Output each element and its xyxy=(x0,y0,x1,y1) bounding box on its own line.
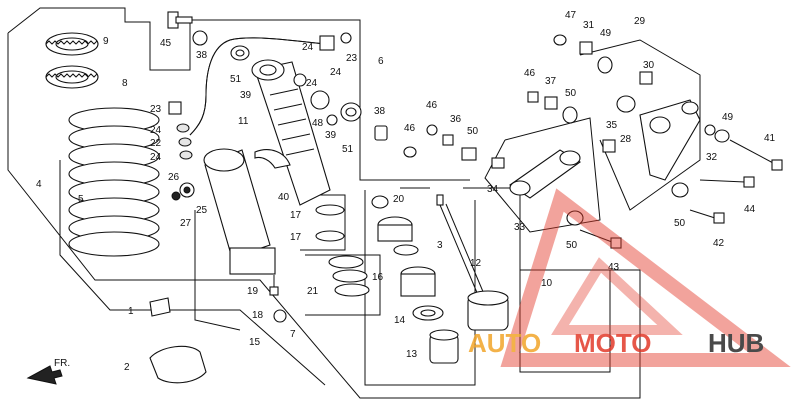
part-label-46: 46 xyxy=(404,123,416,134)
automotohub-watermark: AUTO MOTO HUB xyxy=(468,188,791,367)
part-label-51: 51 xyxy=(230,74,242,85)
watermark-triangle-outer xyxy=(500,188,791,367)
part-label-23: 23 xyxy=(346,53,358,64)
part-label-35: 35 xyxy=(606,120,618,131)
part-label-30: 30 xyxy=(643,60,655,71)
shock-absorber-body xyxy=(203,59,331,275)
watermark-triangle-inner xyxy=(551,257,683,335)
part-label-11: 11 xyxy=(238,116,249,127)
part-label-29: 29 xyxy=(634,16,646,27)
part-label-32: 32 xyxy=(706,152,718,163)
part-label-18: 18 xyxy=(252,310,264,321)
front-direction-marker: FR. xyxy=(26,358,70,385)
part-label-27: 27 xyxy=(180,218,192,229)
part-label-17: 17 xyxy=(290,210,302,221)
part-label-16: 16 xyxy=(372,272,384,283)
part-label-42: 42 xyxy=(713,238,725,249)
part-label-7: 7 xyxy=(290,329,296,340)
part-label-40: 40 xyxy=(278,192,290,203)
part-label-21: 21 xyxy=(307,286,319,297)
part-label-36: 36 xyxy=(450,114,462,125)
watermark-text-hub: HUB xyxy=(708,328,764,358)
part-label-43: 43 xyxy=(608,262,620,273)
part-label-10: 10 xyxy=(541,278,553,289)
part-label-24: 24 xyxy=(306,78,318,89)
part-label-41: 41 xyxy=(764,133,776,144)
bolts xyxy=(579,139,783,249)
lower-items xyxy=(149,275,287,384)
left-small-hardware xyxy=(167,11,208,201)
part-label-34: 34 xyxy=(487,184,499,195)
part-label-31: 31 xyxy=(583,20,595,31)
upper-seals xyxy=(230,45,388,141)
part-label-28: 28 xyxy=(620,134,632,145)
part-label-50: 50 xyxy=(565,88,577,99)
part-label-14: 14 xyxy=(394,315,406,326)
part-label-50: 50 xyxy=(566,240,578,251)
part-label-20: 20 xyxy=(393,194,405,205)
part-label-13: 13 xyxy=(406,349,418,360)
part-label-3: 3 xyxy=(437,240,443,251)
part-label-19: 19 xyxy=(247,286,259,297)
part-label-45: 45 xyxy=(160,38,172,49)
part-label-24: 24 xyxy=(302,42,314,53)
part-label-39: 39 xyxy=(325,130,337,141)
part-label-44: 44 xyxy=(744,204,756,215)
snap-rings-bearings xyxy=(315,195,459,364)
part-label-1: 1 xyxy=(128,306,134,317)
part-label-51: 51 xyxy=(342,144,354,155)
part-label-49: 49 xyxy=(722,112,734,123)
part-label-2: 2 xyxy=(124,362,130,373)
part-label-46: 46 xyxy=(524,68,536,79)
suspension-linkage xyxy=(403,34,730,226)
part-label-24: 24 xyxy=(330,67,342,78)
part-label-48: 48 xyxy=(312,118,324,129)
front-label: FR. xyxy=(54,358,70,369)
coil-spring xyxy=(68,107,160,257)
part-label-50: 50 xyxy=(467,126,479,137)
damper-rod xyxy=(436,194,509,331)
part-label-38: 38 xyxy=(374,106,386,117)
part-label-50: 50 xyxy=(674,218,686,229)
part-number-labels: 9 8 45 38 51 39 23 24 22 24 11 4 5 26 27… xyxy=(36,10,776,373)
part-label-33: 33 xyxy=(514,222,526,233)
part-label-4: 4 xyxy=(36,179,42,190)
part-label-24: 24 xyxy=(150,125,162,136)
part-label-46: 46 xyxy=(426,100,438,111)
part-label-49: 49 xyxy=(600,28,612,39)
reservoir-hose xyxy=(189,32,352,136)
part-label-24: 24 xyxy=(150,152,162,163)
part-label-39: 39 xyxy=(240,90,252,101)
watermark-text-moto: MOTO xyxy=(574,328,652,358)
part-label-17: 17 xyxy=(290,232,302,243)
part-label-25: 25 xyxy=(196,205,208,216)
part-label-12: 12 xyxy=(470,258,482,269)
part-label-26: 26 xyxy=(168,172,180,183)
part-label-6: 6 xyxy=(378,56,384,67)
part-label-22: 22 xyxy=(150,138,162,149)
part-label-38: 38 xyxy=(196,50,208,61)
spring-adjuster-nuts xyxy=(45,32,99,89)
part-label-37: 37 xyxy=(545,76,557,87)
part-label-8: 8 xyxy=(122,78,128,89)
watermark-text-auto: AUTO xyxy=(468,328,541,358)
part-label-9: 9 xyxy=(103,36,109,47)
part-label-15: 15 xyxy=(249,337,261,348)
part-label-5: 5 xyxy=(78,194,84,205)
part-label-47: 47 xyxy=(565,10,577,21)
part-label-23: 23 xyxy=(150,104,162,115)
